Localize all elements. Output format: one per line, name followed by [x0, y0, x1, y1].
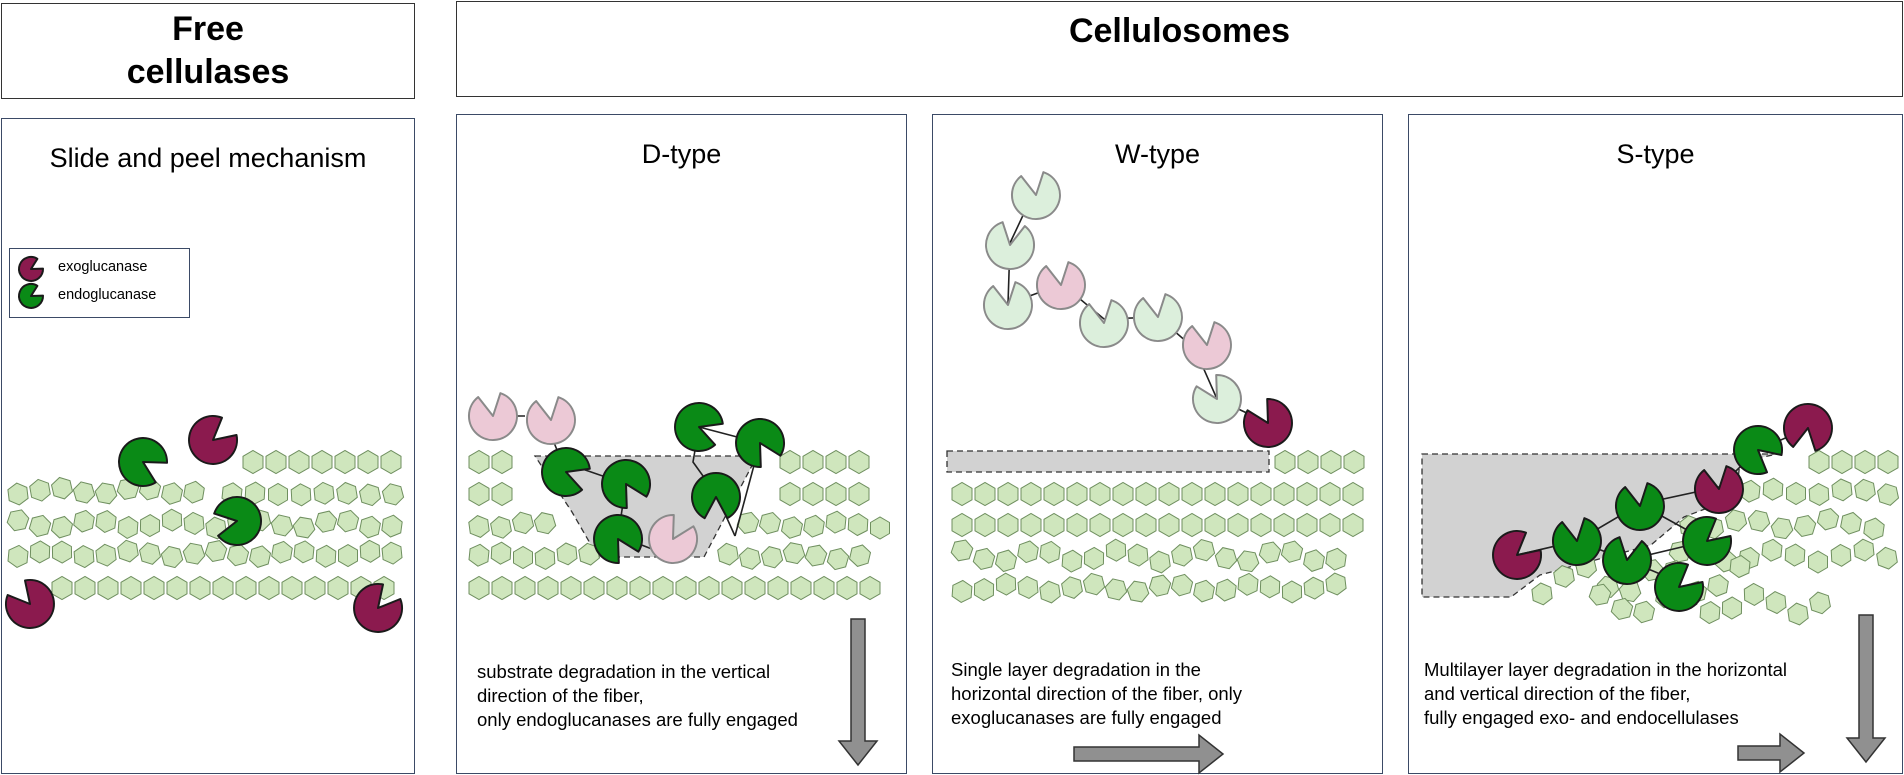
- free-cellulases-header: Free cellulases: [1, 3, 415, 99]
- panel-description: substrate degradation in the vertical di…: [477, 661, 798, 730]
- panel-s-type: S-type Multilayer layer degradation in t…: [1408, 114, 1903, 774]
- exoglucanase-pacman-icon: [18, 256, 45, 282]
- panel-title: Slide and peel mechanism: [49, 143, 367, 173]
- panel-description: Single layer degradation in the horizont…: [951, 659, 1243, 728]
- legend-exoglucanase-label: exoglucanase: [58, 259, 148, 275]
- panel-title: S-type: [1616, 139, 1695, 169]
- endoglucanase-pacman-icon: [18, 283, 45, 309]
- panel-description: Multilayer layer degradation in the hori…: [1424, 659, 1788, 728]
- panel-slide-and-peel: Slide and peel mechanism: [1, 118, 415, 774]
- enzyme-legend: exoglucanase endoglucanase: [9, 248, 190, 318]
- panel-title: W-type: [1114, 139, 1201, 169]
- cellulosomes-header: Cellulosomes: [456, 1, 1903, 97]
- legend-icons: [18, 256, 45, 309]
- legend-endoglucanase-label: endoglucanase: [58, 287, 157, 303]
- panel-title: D-type: [641, 139, 722, 169]
- panel-d-type: D-type substrate degradation in the vert…: [456, 114, 907, 774]
- panel-w-type: W-type Single layer degradation in the h…: [932, 114, 1383, 774]
